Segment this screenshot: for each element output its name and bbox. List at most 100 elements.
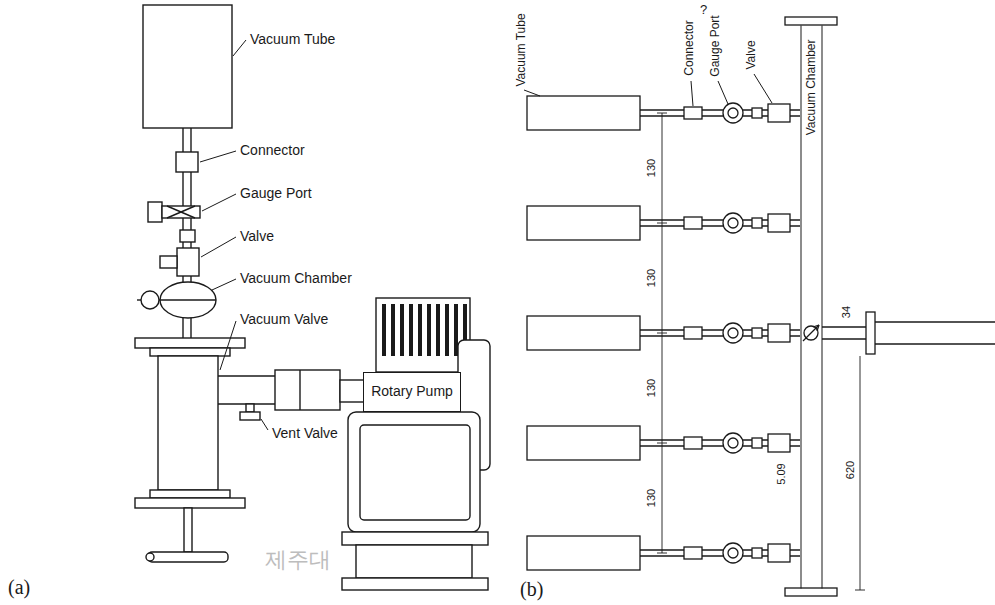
- pump-port: [875, 343, 995, 344]
- valve-fitting: [180, 230, 195, 242]
- dimension-line: [657, 113, 667, 114]
- cooling-fins: [382, 304, 467, 356]
- valve-housing: [148, 552, 228, 562]
- dimension-value: 130: [645, 489, 657, 507]
- part-name: Vacuum Tube: [250, 32, 335, 47]
- valve-housing: [150, 490, 230, 498]
- dimension-line: [657, 443, 667, 444]
- part-name: Vacuum Valve: [240, 312, 328, 327]
- connector-fitting: [176, 152, 198, 172]
- rotary-pump-body: [376, 298, 470, 372]
- rotary-pump-body: [348, 412, 480, 532]
- setup-b: [524, 17, 995, 596]
- leader-line: [202, 194, 236, 211]
- vent-valve-knob: [240, 412, 260, 420]
- chamber-tube: Vacuum Chamber: [800, 25, 822, 588]
- panel-label: (a): [8, 576, 30, 598]
- cooling-fins: [400, 304, 404, 356]
- vacuum-tube: [143, 5, 232, 128]
- gauge-port-fitting: [162, 206, 200, 218]
- pump-face: Rotary Pump: [363, 372, 461, 412]
- vacuum-chamber-body: [160, 299, 216, 300]
- vacuum-chamber-body: [141, 291, 159, 309]
- vent-valve-knob: [240, 404, 260, 420]
- node-text: Rotary Pump: [371, 384, 453, 399]
- chamber-flange: [785, 588, 837, 596]
- cooling-fins: [427, 304, 431, 356]
- pump-port: [866, 312, 875, 354]
- valve-housing: [150, 348, 230, 356]
- cooling-fins: [382, 304, 386, 356]
- gauge-symbol: [803, 325, 819, 341]
- pump-line: [218, 375, 275, 376]
- dimension-line: [860, 356, 861, 590]
- leader-line: [233, 40, 246, 56]
- part-name: Gauge Port: [240, 186, 312, 201]
- cooling-fins: [436, 304, 440, 356]
- watermark: 제주대: [265, 548, 331, 572]
- dimension-line: [855, 590, 865, 591]
- pump-line: [218, 370, 366, 410]
- pump-port: [822, 326, 866, 327]
- pump-line: [340, 380, 366, 402]
- part-name: Connector: [240, 143, 305, 158]
- vacuum-chamber-body: [137, 282, 216, 318]
- part-name: Vacuum Tube: [515, 13, 528, 86]
- valve-housing: [135, 338, 245, 562]
- rotary-pump-body: [342, 578, 488, 590]
- dimension-value: 130: [645, 269, 657, 287]
- dimension-value: 130: [645, 159, 657, 177]
- leader-line: [754, 74, 772, 103]
- tube-row: [527, 206, 800, 240]
- connector-fitting: [176, 152, 198, 172]
- pump-port: [822, 312, 995, 354]
- leader-line: [261, 419, 268, 430]
- rotary-pump-body: [360, 425, 470, 520]
- dimension-value: 130: [645, 379, 657, 397]
- valve-housing: [135, 498, 245, 508]
- cooling-fins: [391, 304, 395, 356]
- query-mark: ?: [700, 3, 707, 17]
- part-name: Valve: [745, 40, 758, 69]
- leader-line: [524, 90, 540, 96]
- part-name: Valve: [240, 229, 274, 244]
- dimension-line: [657, 553, 667, 554]
- dimension-value: 34: [840, 306, 852, 318]
- chamber-flange: [785, 17, 837, 596]
- part-name: Vent Valve: [272, 426, 338, 441]
- dimension-line: [657, 223, 667, 224]
- vacuum-tube: [143, 5, 232, 128]
- setup-a: [135, 5, 490, 590]
- vacuum-chamber-body: [160, 282, 216, 318]
- rotary-pump-body: [342, 532, 488, 545]
- tube-row: [527, 426, 800, 460]
- pipe: [182, 317, 183, 338]
- tube-row: [527, 536, 800, 570]
- pump-line: [299, 370, 300, 410]
- leader-line: [524, 74, 772, 106]
- valve-housing: [146, 553, 154, 561]
- gauge-port-fitting: [167, 206, 195, 218]
- part-name: Connector: [683, 20, 696, 75]
- leader-line: [200, 151, 236, 162]
- pump-port: [822, 338, 866, 339]
- leader-line: [201, 237, 236, 257]
- leader-line: [212, 279, 236, 290]
- tube-row: [527, 96, 800, 130]
- rotary-pump-body: [356, 545, 472, 578]
- dimension-line: [657, 113, 865, 590]
- pump-port: [875, 321, 995, 322]
- pipe: [190, 317, 191, 338]
- valve-housing: [158, 356, 218, 490]
- leader-line: [718, 81, 728, 104]
- gauge-port-fitting: [148, 202, 200, 222]
- dimension-line: [657, 333, 667, 334]
- leader-line: [691, 81, 693, 106]
- pump-line: [275, 370, 340, 410]
- gauge-symbol: [803, 325, 819, 341]
- chamber-flange: [785, 17, 837, 25]
- node-text: Vacuum Chamber: [804, 39, 817, 135]
- dimension-value: 620: [844, 461, 856, 479]
